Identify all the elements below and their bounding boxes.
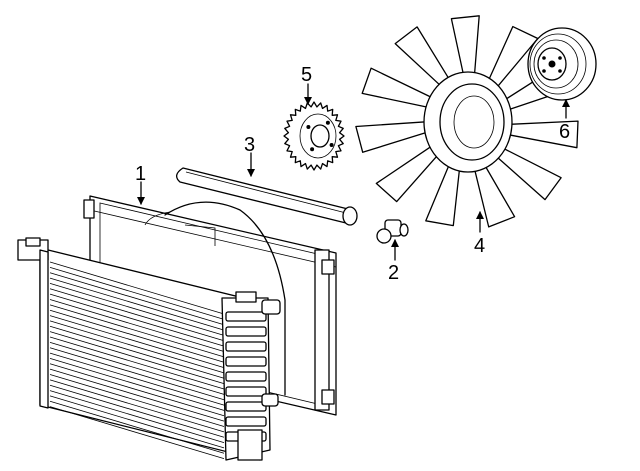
part-fan-shroud [144,201,286,396]
callout-labels: 1 2 3 4 5 6 [135,64,570,284]
part-pulley [527,27,597,101]
part-fan-nut [376,219,409,244]
callout-2: 2 [388,262,399,284]
callout-6: 6 [559,121,570,143]
callout-5: 5 [301,64,312,86]
callout-4: 4 [474,235,485,257]
leader-lines [137,83,570,261]
part-seal-strip [176,167,358,226]
part-fan-clutch [283,101,345,171]
callout-1: 1 [135,163,146,185]
part-radiator [17,237,281,461]
callout-3: 3 [244,134,255,156]
